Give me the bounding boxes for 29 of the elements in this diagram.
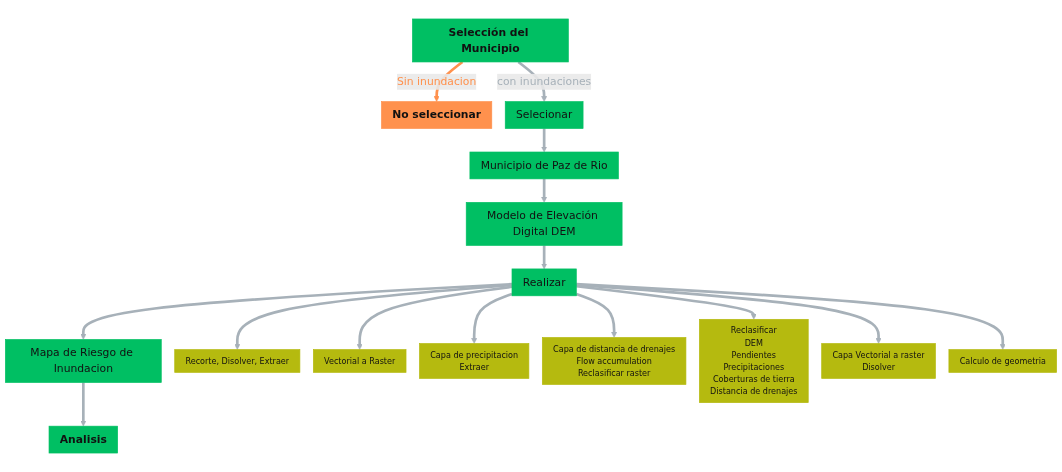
arrow [234, 283, 513, 350]
node-box: Vectorial a Raster [313, 349, 407, 373]
arrow [575, 292, 618, 338]
edge-label: con inundaciones [497, 75, 592, 88]
node-box: Capa Vectorial a raster Disolver [821, 343, 936, 379]
arrow [80, 382, 87, 427]
node-box: Capa de precipitacion Extraer [419, 343, 530, 379]
node-box: Analisis [48, 425, 118, 454]
node-box: Reclasificar DEM Pendientes Precipitaciones Coberturas de tierra Distancia de drenajes [699, 319, 809, 403]
edge-label: Sin inundacion [397, 75, 477, 88]
node-box: Calculo de geometria [948, 349, 1057, 373]
node-box: Selección del Municipio [412, 18, 569, 63]
node-box: Realizar [511, 268, 577, 297]
node-box: Mapa de Riesgo de Inundacion [5, 339, 162, 383]
arrow [471, 292, 513, 344]
arrow [576, 282, 1006, 350]
arrow [80, 282, 513, 340]
arrow [541, 245, 548, 270]
arrow [541, 128, 548, 153]
node-box: Modelo de Elevación Digital DEM [465, 202, 623, 246]
arrow [576, 284, 757, 320]
arrow [576, 283, 882, 344]
arrow [356, 285, 513, 350]
node-box: No seleccionar [381, 101, 493, 129]
node-box: Municipio de Paz de Rio [469, 151, 619, 180]
arrow [541, 178, 548, 203]
node-box: Selecionar [504, 101, 584, 129]
node-box: Capa de distancia de drenajes Flow accumulation Reclasificar raster [542, 337, 687, 385]
node-box: Recorte, Disolver, Extraer [174, 349, 301, 373]
